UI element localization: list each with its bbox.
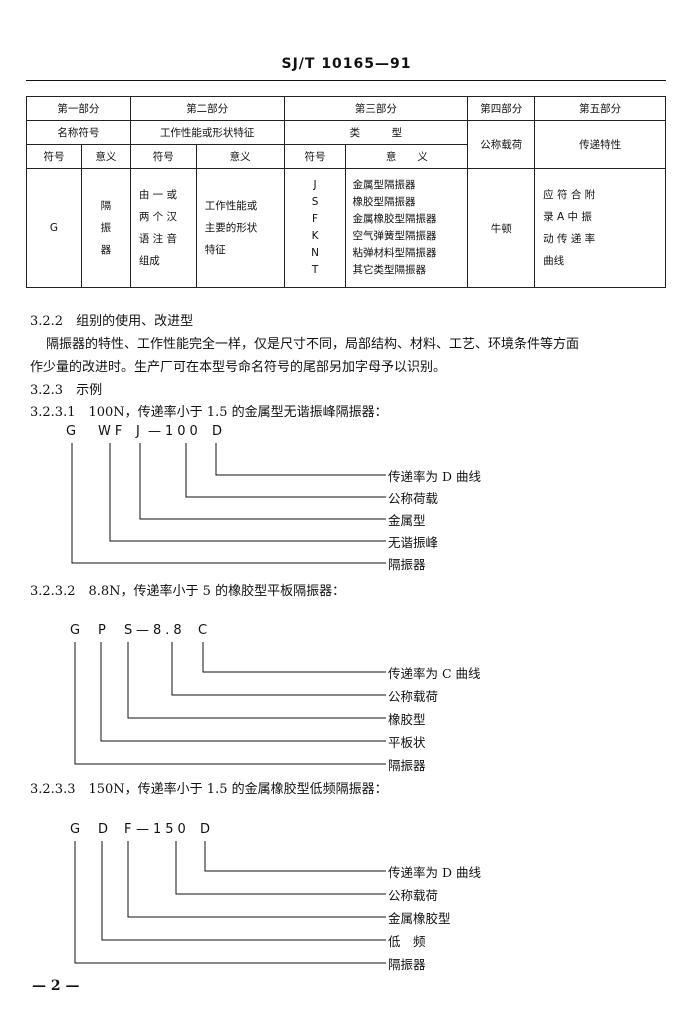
code-letter: G	[70, 623, 85, 638]
code-letter: D	[98, 822, 113, 837]
code-label: 低 频	[388, 934, 426, 949]
part-header: 第一部分	[26, 96, 131, 121]
example-1-leaders	[71, 443, 386, 564]
code-label: 金属型	[388, 513, 426, 528]
table-cell: 由 一 或 两 个 汉 语 注 音 组成	[129, 168, 197, 288]
header-rule	[26, 80, 666, 81]
code-label: 公称荷载	[388, 491, 439, 506]
code-label: 金属橡胶型	[388, 911, 451, 926]
code-label: 公称载荷	[388, 888, 439, 903]
example-title: 3.2.3.2 8.8N，传递率小于 5 的橡胶型平板隔振器：	[30, 584, 346, 599]
table-cell: J S F K N T	[283, 168, 347, 288]
table-row: G 隔 振 器 由 一 或 两 个 汉 语 注 音 组成 工作性能或 主要的形状…	[26, 168, 666, 288]
code-letter: —8.8	[136, 623, 186, 638]
table-cell: 牛顿	[467, 168, 536, 288]
code-letter: —100	[148, 424, 202, 439]
code-letter: WF	[98, 424, 127, 439]
leader-line	[74, 642, 386, 765]
code-letter: J	[136, 424, 144, 439]
code-label: 橡胶型	[388, 712, 426, 727]
page-number: — 2 —	[32, 978, 80, 994]
table-cell: 金属型隔振器 橡胶型隔振器 金属橡胶型隔振器 空气弹簧型隔振器 粘弹材料型隔振器…	[345, 168, 469, 288]
leader-line	[71, 443, 386, 564]
naming-table: 第一部分 第二部分 第三部分 第四部分 第五部分 名称符号 工作性能或形状特征 …	[26, 96, 666, 288]
paragraph: 隔振器的特性、工作性能完全一样，仅是尺寸不同，局部结构、材料、工艺、环境条件等方…	[46, 337, 580, 352]
leader-line	[100, 642, 386, 742]
table-row: 第一部分 第二部分 第三部分 第四部分 第五部分	[26, 96, 666, 121]
leader-line	[74, 841, 386, 964]
standard-number: SJ/T 10165—91	[281, 56, 412, 72]
code-label: 隔振器	[388, 758, 426, 773]
code-letter: P	[98, 623, 110, 638]
leader-line	[109, 443, 386, 542]
code-label: 传递率为 D 曲线	[388, 865, 481, 880]
code-label: 传递率为 C 曲线	[388, 666, 481, 681]
col-header: 符号	[283, 144, 347, 169]
table-cell: 应 符 合 附 录 A 中 振 动 传 递 率 曲线	[534, 168, 666, 288]
table-cell: 工作性能或 主要的形状 特征	[195, 168, 285, 288]
code-letter: D	[212, 424, 227, 439]
code-label: 传递率为 D 曲线	[388, 469, 481, 484]
code-label: 无谐振峰	[388, 535, 439, 550]
example-title: 3.2.3.3 150N，传递率小于 1.5 的金属橡胶型低频隔振器：	[30, 782, 388, 797]
table-row: 符号 意义 符号 意义 符号 意 义	[26, 144, 666, 169]
code-letter: G	[70, 822, 85, 837]
part-header: 第四部分	[467, 96, 536, 121]
sub-header: 传递特性	[534, 120, 666, 169]
paragraph: 作少量的改进时。生产厂可在本型号命名符号的尾部另加字母予以识别。	[30, 360, 447, 375]
example-3-leaders	[74, 841, 386, 964]
code-label: 隔振器	[388, 557, 426, 572]
leader-line	[171, 642, 386, 696]
leader-line	[215, 443, 386, 476]
code-letter: —150	[136, 822, 190, 837]
col-header: 意义	[80, 144, 131, 169]
leader-line	[139, 443, 386, 520]
col-header: 意 义	[345, 144, 469, 169]
code-letter: C	[198, 623, 212, 638]
example-2-leaders	[74, 642, 386, 765]
col-header: 符号	[129, 144, 197, 169]
leader-line	[175, 841, 386, 895]
part-header: 第二部分	[129, 96, 285, 121]
leader-line	[185, 443, 386, 498]
leader-line	[202, 642, 386, 673]
col-header: 符号	[26, 144, 82, 169]
part-header: 第五部分	[534, 96, 666, 121]
col-header: 意义	[195, 144, 285, 169]
leader-line	[204, 841, 386, 872]
leader-line	[127, 642, 386, 719]
sub-header: 名称符号	[26, 120, 131, 145]
code-letter: F	[124, 822, 136, 837]
code-label: 平板状	[388, 735, 426, 750]
code-letter: G	[66, 424, 81, 439]
code-letter: S	[124, 623, 137, 638]
leader-line	[127, 841, 386, 918]
code-label: 隔振器	[388, 957, 426, 972]
code-label: 公称载荷	[388, 689, 439, 704]
example-title: 3.2.3.1 100N，传递率小于 1.5 的金属型无谐振峰隔振器：	[30, 405, 388, 420]
code-letter: D	[200, 822, 215, 837]
leader-line	[101, 841, 386, 941]
section-heading: 3.2.3 示例	[30, 383, 103, 398]
section-heading: 3.2.2 组别的使用、改进型	[30, 314, 194, 329]
table-cell: G	[26, 168, 82, 288]
